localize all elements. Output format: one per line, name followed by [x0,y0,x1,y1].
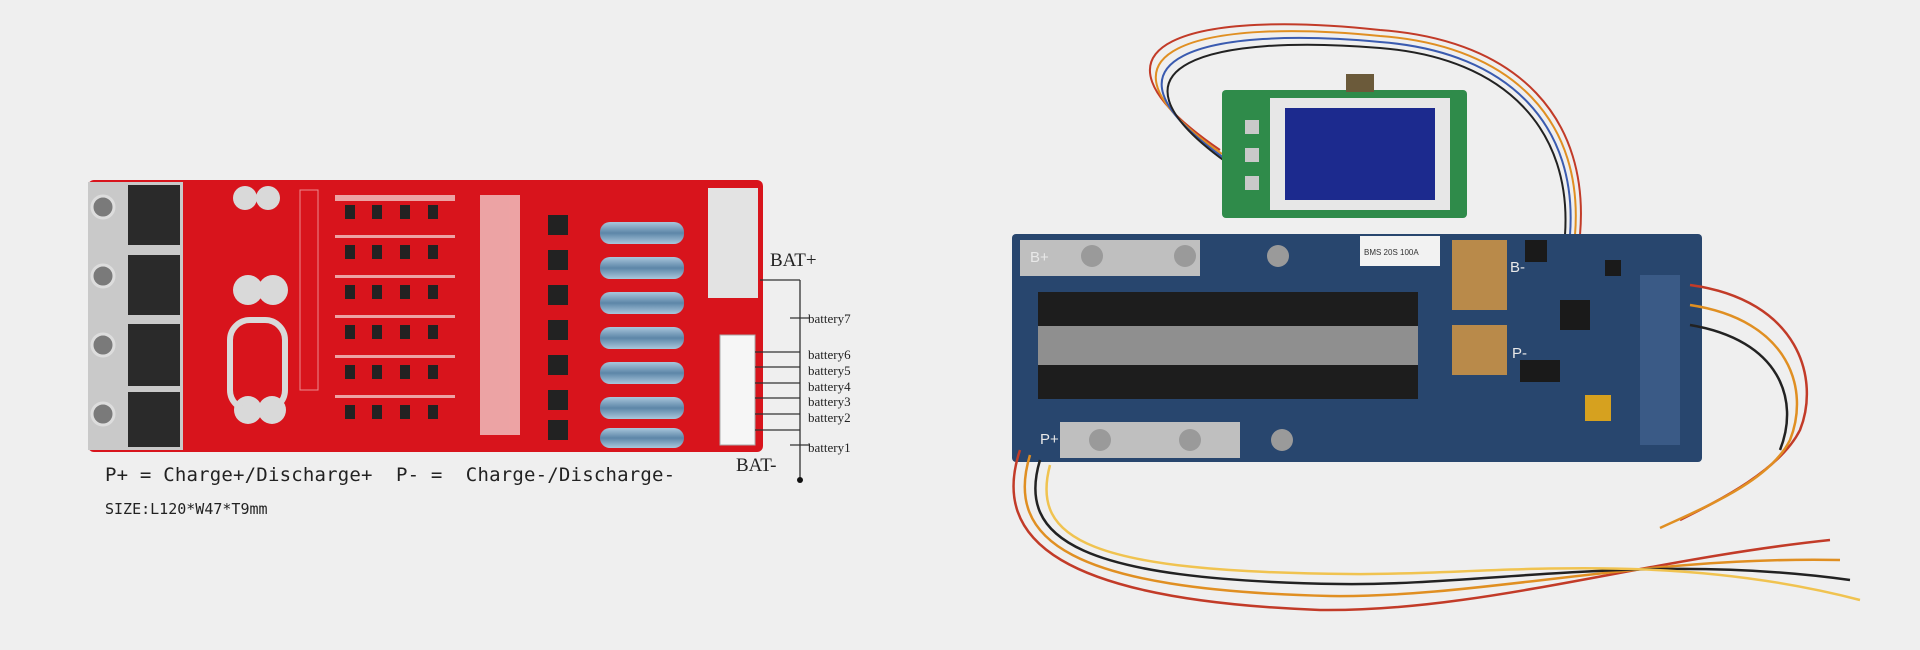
terminal-caption: P+ = Charge+/Discharge+ P- = Charge-/Dis… [105,464,676,486]
sticker-text: BMS 20S 100A [1364,248,1419,257]
battery6-label: battery6 [808,347,851,362]
label-sticker [1360,236,1440,266]
balance-header [1640,275,1680,445]
p-plus-label: P+ [1040,431,1059,448]
lcd-cable [1148,23,1582,236]
bat-plus-label: BAT+ [770,250,817,271]
red-pcb-panel: BAT+ BAT- battery7 battery6 battery5 bat… [88,180,851,518]
blue-bms-photo: B+ P+ B- P- BMS 20S 100A [1012,23,1861,612]
balance-wires [1012,283,1861,612]
battery7-label: battery7 [808,311,851,326]
bat-minus-terminal [797,477,803,483]
battery3-label: battery3 [808,394,851,409]
bat-minus-label: BAT- [736,455,777,476]
battery5-label: battery5 [808,363,851,378]
resistor-row [600,222,684,448]
lcd-buttons [1245,120,1259,190]
size-caption: SIZE:L120*W47*T9mm [105,500,268,518]
screws [1081,245,1293,451]
mosfet-array [1038,292,1418,399]
b-minus-label: B- [1510,259,1525,276]
silkscreen [335,195,520,435]
chip-grid [299,189,568,440]
b-plus-pad [708,188,758,298]
b-plus-label: B+ [1030,249,1049,266]
lcd-screen [1285,108,1435,200]
lcd-connector [1346,74,1374,92]
yellow-component [1585,395,1611,421]
battery1-label: battery1 [808,440,851,455]
b-minus-copper [1452,240,1507,310]
p-minus-label: P- [1512,345,1527,362]
balance-connector [719,334,756,446]
b-plus-busbar [1020,240,1200,276]
battery2-label: battery2 [808,410,851,425]
p-minus-copper [1452,325,1507,375]
battery4-label: battery4 [808,379,851,394]
p-plus-busbar [1060,422,1240,458]
mosfet-column [88,182,183,450]
schematic-wires [755,279,810,480]
mosfet-heat-strip [1038,326,1418,365]
red-pcb-photo [88,180,810,483]
blue-bms-panel: B+ P+ B- P- BMS 20S 100A [960,0,1920,650]
solder-pads [227,186,288,424]
control-chips [1520,240,1621,382]
